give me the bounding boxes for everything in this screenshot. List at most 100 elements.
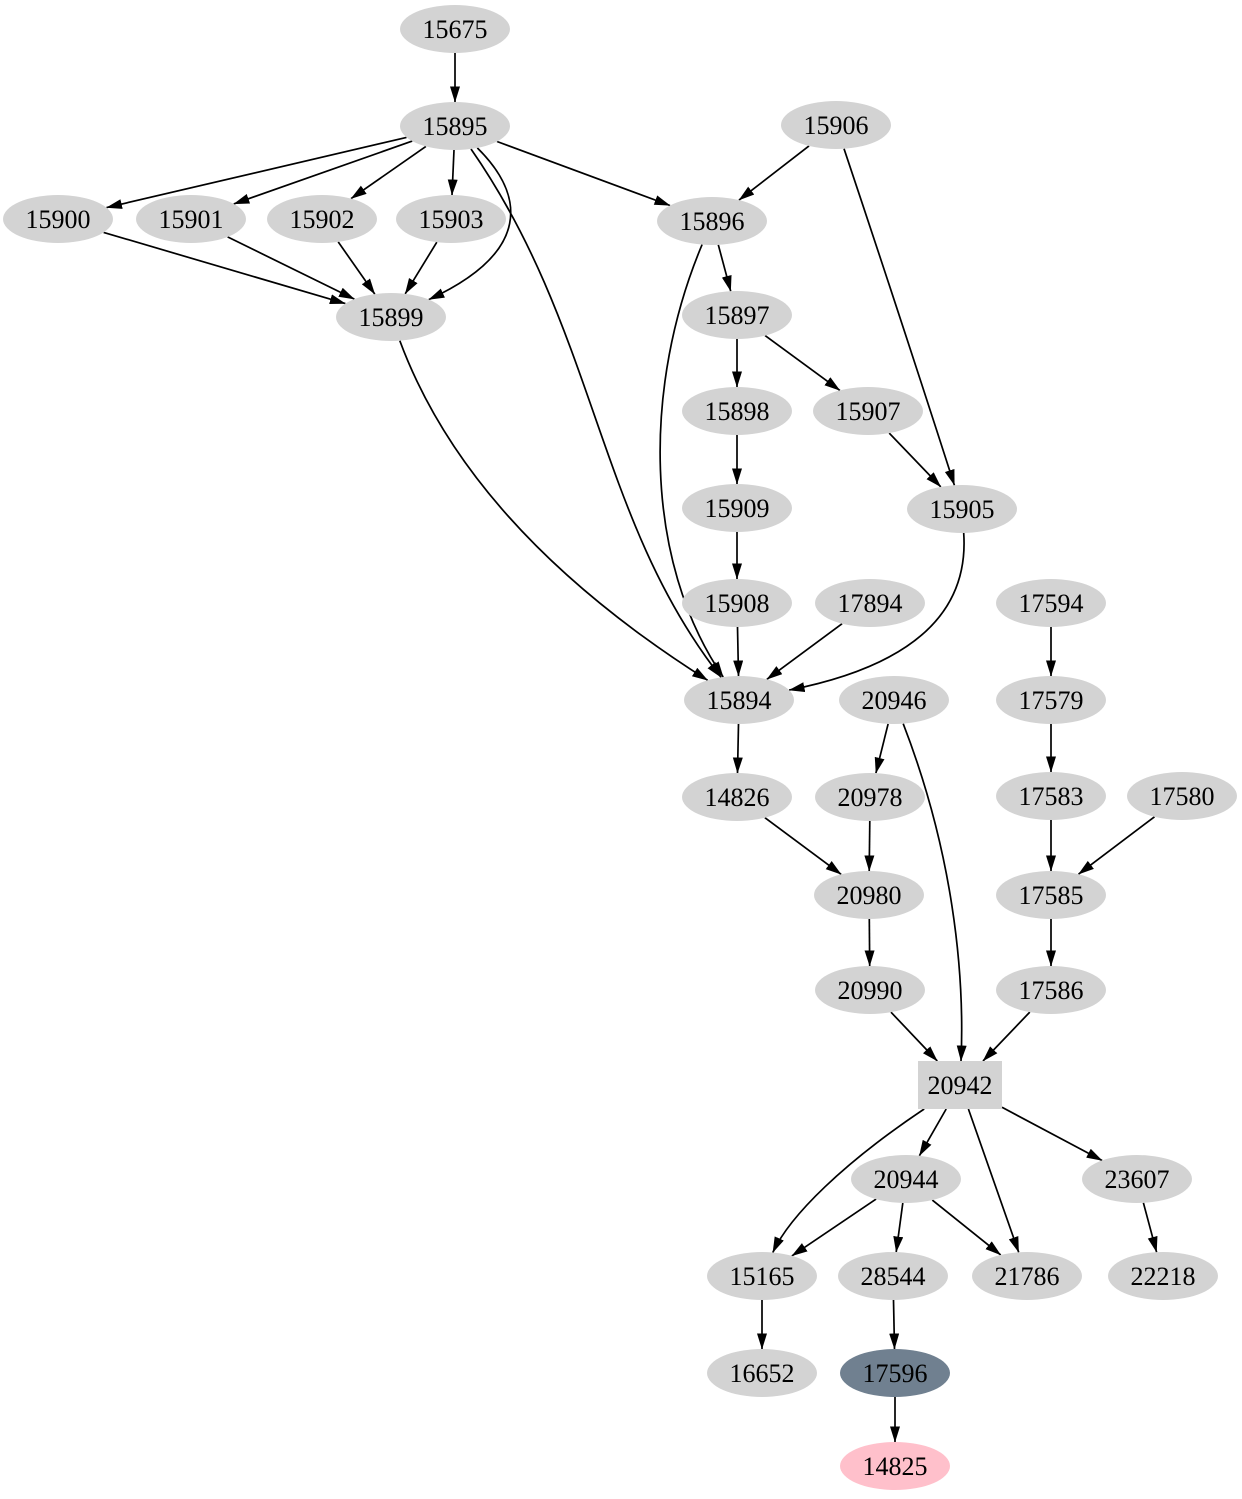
node-17585: 17585 bbox=[996, 871, 1106, 919]
node-15897: 15897 bbox=[682, 291, 792, 339]
node-label: 20990 bbox=[838, 976, 903, 1005]
node-shape bbox=[815, 773, 925, 821]
node-label: 15900 bbox=[26, 205, 91, 234]
edge-15905-15894 bbox=[788, 532, 965, 692]
node-label: 28544 bbox=[861, 1262, 926, 1291]
node-shape bbox=[851, 1155, 961, 1203]
edge-15895-15902 bbox=[350, 145, 427, 200]
node-14825: 14825 bbox=[840, 1442, 950, 1490]
node-label: 17579 bbox=[1019, 686, 1084, 715]
node-15902: 15902 bbox=[267, 195, 377, 243]
node-20944: 20944 bbox=[851, 1155, 961, 1203]
node-shape bbox=[996, 871, 1106, 919]
node-label: 15907 bbox=[836, 397, 901, 426]
edge-20946-20978 bbox=[874, 723, 889, 774]
node-shape bbox=[682, 387, 792, 435]
node-17594: 17594 bbox=[996, 579, 1106, 627]
node-shape bbox=[707, 1349, 817, 1397]
node-20942: 20942 bbox=[918, 1061, 1002, 1109]
node-label: 17894 bbox=[838, 589, 903, 618]
edge-20942-21786 bbox=[967, 1108, 1020, 1253]
node-shape bbox=[3, 195, 113, 243]
node-label: 15898 bbox=[705, 397, 770, 426]
node-15905: 15905 bbox=[907, 485, 1017, 533]
node-shape bbox=[907, 485, 1017, 533]
node-label: 17596 bbox=[863, 1359, 928, 1388]
node-label: 14826 bbox=[705, 783, 770, 812]
node-shape bbox=[136, 195, 246, 243]
node-label: 15165 bbox=[730, 1262, 795, 1291]
node-shape bbox=[336, 293, 446, 341]
node-17580: 17580 bbox=[1127, 772, 1237, 820]
node-shape bbox=[814, 871, 924, 919]
edge-15894-14826 bbox=[732, 723, 743, 774]
edge-15903-15899 bbox=[404, 241, 438, 295]
node-label: 20980 bbox=[837, 881, 902, 910]
edge-15896-15894 bbox=[659, 244, 724, 678]
edge-20944-15165 bbox=[791, 1198, 877, 1257]
edge-15899-15894 bbox=[399, 340, 709, 682]
node-15895: 15895 bbox=[400, 102, 510, 150]
node-label: 15896 bbox=[680, 207, 745, 236]
node-shape bbox=[684, 676, 794, 724]
node-shape bbox=[972, 1252, 1082, 1300]
edge-15900-15899 bbox=[103, 231, 346, 305]
node-22218: 22218 bbox=[1108, 1252, 1218, 1300]
node-17579: 17579 bbox=[996, 676, 1106, 724]
node-shape bbox=[813, 387, 923, 435]
node-label: 20944 bbox=[874, 1165, 939, 1194]
node-label: 20978 bbox=[838, 783, 903, 812]
edge-15901-15899 bbox=[227, 236, 355, 300]
edge-20944-28544 bbox=[893, 1202, 904, 1253]
node-15903: 15903 bbox=[396, 195, 506, 243]
node-label: 22218 bbox=[1131, 1262, 1196, 1291]
node-label: 15902 bbox=[290, 205, 355, 234]
node-15896: 15896 bbox=[657, 197, 767, 245]
node-label: 23607 bbox=[1105, 1165, 1170, 1194]
node-shape bbox=[1082, 1155, 1192, 1203]
node-label: 15905 bbox=[930, 495, 995, 524]
node-label: 15894 bbox=[707, 686, 772, 715]
edge-15897-15907 bbox=[764, 334, 841, 392]
node-15907: 15907 bbox=[813, 387, 923, 435]
edge-15895-15903 bbox=[447, 149, 458, 196]
node-label: 17594 bbox=[1019, 589, 1084, 618]
node-shape bbox=[682, 291, 792, 339]
node-shape bbox=[996, 676, 1106, 724]
node-shape bbox=[840, 1442, 950, 1490]
node-label: 17583 bbox=[1019, 782, 1084, 811]
node-shape bbox=[396, 195, 506, 243]
node-15165: 15165 bbox=[707, 1252, 817, 1300]
edge-20942-15165 bbox=[772, 1108, 925, 1253]
node-label: 17586 bbox=[1019, 976, 1084, 1005]
node-label: 20942 bbox=[928, 1071, 993, 1100]
node-15901: 15901 bbox=[136, 195, 246, 243]
node-17583: 17583 bbox=[996, 772, 1106, 820]
node-15899: 15899 bbox=[336, 293, 446, 341]
node-shape bbox=[657, 197, 767, 245]
node-shape bbox=[400, 102, 510, 150]
edges-layer bbox=[103, 53, 1158, 1443]
edge-20946-20942 bbox=[902, 723, 967, 1062]
node-15906: 15906 bbox=[781, 101, 891, 149]
node-label: 15897 bbox=[705, 301, 770, 330]
edge-15896-15897 bbox=[717, 244, 732, 292]
node-shape bbox=[1127, 772, 1237, 820]
edge-28544-17596 bbox=[889, 1299, 900, 1350]
node-label: 15903 bbox=[419, 205, 484, 234]
node-15900: 15900 bbox=[3, 195, 113, 243]
node-17586: 17586 bbox=[996, 966, 1106, 1014]
node-label: 17585 bbox=[1019, 881, 1084, 910]
node-20946: 20946 bbox=[839, 676, 949, 724]
edge-15908-15894 bbox=[733, 626, 744, 677]
node-20990: 20990 bbox=[815, 966, 925, 1014]
node-15908: 15908 bbox=[682, 579, 792, 627]
node-15894: 15894 bbox=[684, 676, 794, 724]
edge-15906-15896 bbox=[738, 145, 810, 201]
node-shape bbox=[781, 101, 891, 149]
node-label: 15895 bbox=[423, 112, 488, 141]
node-label: 15908 bbox=[705, 589, 770, 618]
node-shape bbox=[267, 195, 377, 243]
